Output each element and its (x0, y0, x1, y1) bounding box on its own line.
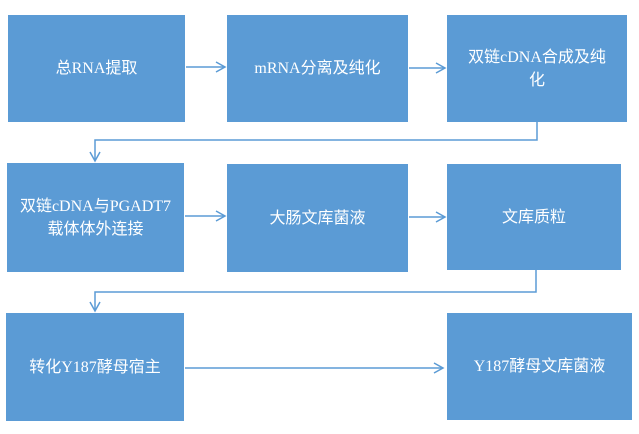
flow-node-total-rna-extraction: 总RNA提取 (8, 15, 185, 122)
arrowhead-icon (433, 362, 445, 374)
flow-node-ds-cdna-synthesis: 双链cDNA合成及纯 化 (447, 15, 627, 122)
arrowhead-icon (89, 301, 101, 313)
flow-node-mrna-isolation: mRNA分离及纯化 (227, 15, 408, 122)
arrow-ligation-to-ecoli (185, 210, 227, 222)
arrow-ecoli-to-plasmid (409, 211, 447, 223)
arrow-transform-to-library (185, 362, 445, 374)
arrowhead-icon (215, 210, 227, 222)
flow-node-cdna-pgadt7-ligation: 双链cDNA与PGADT7 载体体外连接 (7, 163, 184, 272)
arrow-rna-to-mrna (186, 61, 227, 73)
flow-node-library-plasmid: 文库质粒 (447, 164, 621, 270)
elbow-cdna-to-ligation (89, 122, 538, 163)
arrowhead-icon (435, 62, 447, 74)
arrowhead-icon (435, 211, 447, 223)
arrowhead-icon (89, 151, 101, 163)
elbow-plasmid-to-transform (89, 270, 537, 313)
arrow-mrna-to-cdna (409, 62, 447, 74)
arrowhead-icon (215, 61, 227, 73)
flow-node-ecoli-library-culture: 大肠文库菌液 (227, 164, 408, 272)
flow-node-y187-library-culture: Y187酵母文库菌液 (447, 313, 632, 420)
flow-node-transform-y187-host: 转化Y187酵母宿主 (6, 313, 184, 421)
